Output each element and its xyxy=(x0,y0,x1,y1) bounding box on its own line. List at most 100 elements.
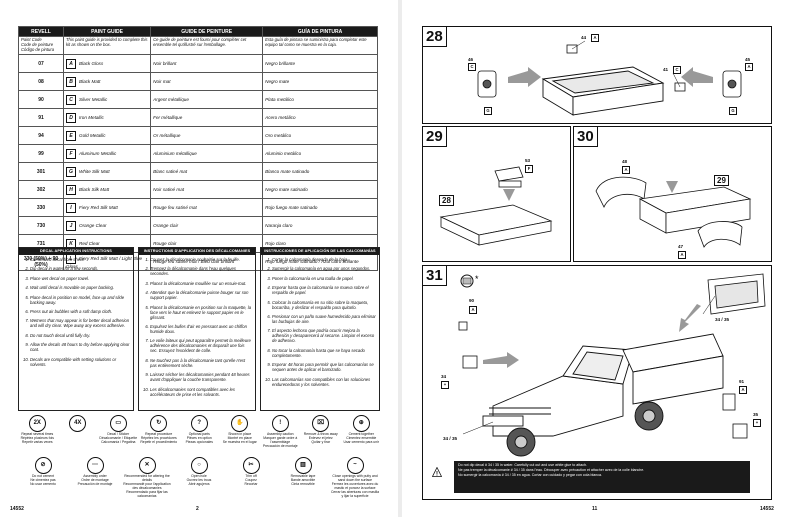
right-fender xyxy=(697,221,743,248)
paint-name-es: Plata metálico xyxy=(262,90,378,109)
paint-code: 99 xyxy=(18,144,64,163)
paint-code: 90 xyxy=(18,90,64,109)
paint-name-es: Oro metálico xyxy=(262,126,378,145)
label-46: 46 xyxy=(468,57,474,62)
svg-text:*: * xyxy=(475,274,479,284)
tailgate-part-53 xyxy=(494,166,524,182)
paint-name-en: Gold Metallic xyxy=(79,132,106,138)
paint-name-fr: Orange clair xyxy=(150,216,264,235)
paint-name-en: White Silk Matt xyxy=(79,168,110,174)
label-45: 45 xyxy=(745,57,751,62)
paint-name-fr: Aluminium métallique xyxy=(150,144,264,163)
decal-en-step: Dip decal in water for a few seconds. xyxy=(30,266,130,271)
paint-name-en: Silver Metallic xyxy=(79,96,108,102)
decal-en-step: Cut desired decal from sheet. xyxy=(30,257,130,262)
legend-symbol: ⋯Assembly order Ordre de montage Precauc… xyxy=(70,457,120,487)
paint-name-es: Negro brillante xyxy=(262,54,378,73)
paint-guide-subheader-row: Paint Code Code de peinture Código de pi… xyxy=(18,36,378,55)
legend-symbol-text: Optional parts Pièces en option Piezas o… xyxy=(185,432,213,444)
decal-instructions-es: INSTRUCCIONES DE APLICACIÓN DE LAS CALCO… xyxy=(260,247,380,411)
arrow-31-left xyxy=(483,352,519,368)
label-34: 34 xyxy=(441,374,447,379)
truck-bed-drawing xyxy=(541,66,665,116)
part-90 xyxy=(458,321,468,331)
paint-letter: I xyxy=(66,202,76,213)
step-28-number: 28 xyxy=(423,27,447,47)
label-90: 90 xyxy=(469,298,475,303)
legend-symbol-text: Repeat several times Répétez plusieurs f… xyxy=(20,432,54,444)
legend-symbol: ▭Decal / Sticker Décalcomanie / Etiquett… xyxy=(99,415,138,445)
paint-plus-31-left: + xyxy=(441,381,449,389)
decal-es-title: INSTRUCCIONES DE APLICACIÓN DE LAS CALCO… xyxy=(261,248,379,255)
paint-letter: J xyxy=(66,220,76,231)
paint-code: 301 xyxy=(18,162,64,181)
paint-code: 91 xyxy=(18,108,64,127)
decal-es-steps: Cortar la calcomanía deseada de la hoja.… xyxy=(261,255,379,387)
decal-fr-title: INSTRUCTIONS D'APPLICATION DES DÉCALCOMA… xyxy=(139,248,255,255)
left-fender xyxy=(595,176,647,208)
decal-en-steps: Cut desired decal from sheet. Dip decal i… xyxy=(19,255,133,367)
paint-f-29: F xyxy=(525,165,533,173)
step-29-number: 29 xyxy=(423,127,447,147)
decal-label-34-35-right: 34 / 35 xyxy=(715,317,730,322)
paint-g-28-right: G xyxy=(729,107,737,115)
decal-en-step: Decals are compatible with setting solut… xyxy=(30,357,130,367)
warning-line-es: No sumergir la calcomanía # 34 / 35 en a… xyxy=(458,473,603,477)
paint-a-31-91: A xyxy=(739,386,747,394)
legend-symbol-icon: ? xyxy=(190,415,208,432)
page-gutter xyxy=(398,0,402,517)
legend-symbol: ⊘Do not cement Ne cimentez pas No usar c… xyxy=(18,457,68,487)
decal-fr-steps: Coupez la décalcomanie souhaitée sur la … xyxy=(139,255,255,397)
step-31-illustration: * xyxy=(458,273,766,457)
legend-symbol-icon: ✕ xyxy=(138,457,156,474)
decal-en-step: Allow the decals 48 hours to dry before … xyxy=(30,342,130,352)
legend-symbol-text: Shown in place Montré en place Se muestr… xyxy=(222,432,257,444)
decal-en-step: Do not touch decal until fully dry. xyxy=(30,333,130,338)
legend-symbol-icon: ↻ xyxy=(150,415,168,432)
paint-letter: B xyxy=(66,76,76,87)
decal-en-step: Wait until decal is movable on paper bac… xyxy=(30,285,130,290)
paint-name-fr: Blanc satiné mat xyxy=(150,162,264,181)
header-paint-guide: PAINT GUIDE xyxy=(62,26,152,37)
legend-symbol-text: Close openings with putty and sand down … xyxy=(330,474,380,498)
inset-step-28: 28 xyxy=(439,195,454,206)
right-catalog-number: 14552 xyxy=(760,506,774,512)
legend-symbol-text: Recommended for altering the details Rec… xyxy=(123,474,171,498)
legend-symbol: ▥Removable tape Bande amovible Cinta rem… xyxy=(278,457,328,487)
paint-name-en: Black Silk Matt xyxy=(79,186,110,192)
paint-a-28-right: A xyxy=(745,63,753,71)
legend-symbol-text: Removable tape Bande amovible Cinta remo… xyxy=(290,474,316,486)
decal-symbol-icon: * xyxy=(460,274,479,288)
paint-name-en: Red Clear xyxy=(79,240,100,246)
step-29-panel: 29 53 F 28 xyxy=(422,126,571,262)
decal-es-step: Poner la calcomanía en una toalla de pap… xyxy=(272,276,376,281)
warning-line-fr: Ne pas tremper la décalcomanie # 34 / 35… xyxy=(458,468,645,472)
decal-es-step: El aspecto lechoso que podría ocurrir me… xyxy=(272,328,376,343)
decal-fr-step: Placez la décalcomanie en position sur l… xyxy=(150,305,252,320)
svg-text:!: ! xyxy=(436,472,438,478)
legend-symbol-text: Repeat procedure Répétez les procédures … xyxy=(140,432,178,444)
paint-name-en: Fiery Red Silk Matt / Light Blue Gloss xyxy=(66,256,143,269)
label-47: 47 xyxy=(678,244,684,249)
subheader-en: This paint guide is provided to complete… xyxy=(62,36,152,55)
legend-symbol: ✋Shown in place Montré en place Se muest… xyxy=(221,415,260,445)
paint-guide-header-row: REVELL PAINT GUIDE GUIDE DE PEINTURE GUÍ… xyxy=(18,26,378,37)
legend-symbol-icon: ▭ xyxy=(109,415,127,432)
legend-symbol: ~Close openings with putty and sand down… xyxy=(330,457,380,498)
right-page-number: 11 xyxy=(592,506,598,512)
paint-letter: E xyxy=(66,130,76,141)
legend-symbol: ✂Trim off Coupez Recortar xyxy=(226,457,276,487)
legend-symbol: ✕Recommended for altering the details Re… xyxy=(122,457,172,498)
part-91 xyxy=(722,393,736,411)
legend-symbol-icon: ⊕ xyxy=(352,415,370,432)
arrow-right xyxy=(681,67,713,87)
paint-letter: D xyxy=(66,112,76,123)
subheader-code: Paint Code Code de peinture Código de pi… xyxy=(18,36,64,55)
